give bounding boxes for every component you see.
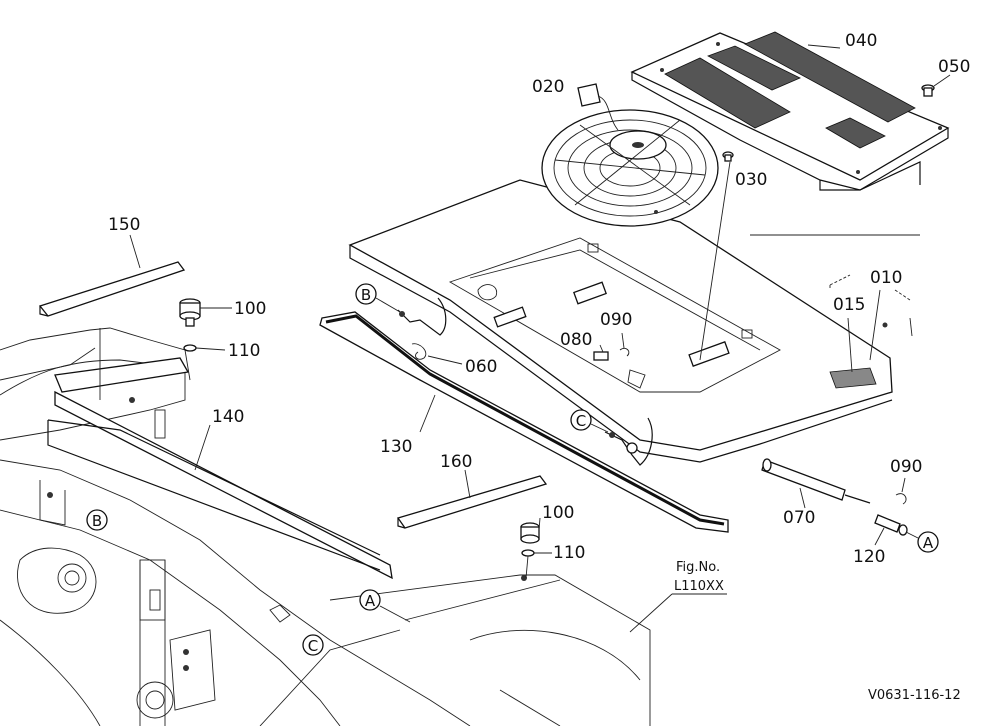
ref-marker-b-top: B [355, 283, 401, 313]
ref-marker-c-bottom: C [302, 634, 324, 656]
label-070: 070 [783, 508, 815, 528]
part-140-bracket-rail [47, 357, 393, 580]
label-140: 140 [212, 407, 244, 427]
part-070-gas-spring [761, 458, 871, 509]
label-120: 120 [853, 547, 885, 567]
ref-a-right-letter: A [923, 534, 934, 552]
part-030-bolt [699, 151, 734, 361]
label-010: 010 [870, 268, 902, 288]
label-060: 060 [465, 357, 497, 377]
ref-a-bottom-letter: A [365, 592, 376, 610]
label-130: 130 [380, 437, 412, 457]
part-160-rubber-pad [396, 469, 548, 529]
label-100-lower: 100 [542, 503, 574, 523]
part-150-rubber-pad [38, 234, 186, 317]
part-130-seal-strip [319, 311, 729, 533]
ref-c-mid-letter: C [576, 412, 586, 430]
fig-label: Fig.No. [676, 560, 720, 575]
hinge-bracket-b [397, 297, 447, 336]
part-labels: 040 050 020 030 010 015 090 080 060 130 … [108, 31, 970, 567]
part-050-screw [921, 74, 951, 97]
part-080-pin [593, 344, 609, 361]
label-030: 030 [735, 170, 767, 190]
drawing-code: V0631-116-12 [868, 688, 961, 703]
part-010-hood [348, 179, 920, 463]
ref-marker-c-mid: C [570, 409, 609, 433]
ref-marker-a-right: A [905, 531, 939, 553]
hinge-bracket-c [604, 417, 653, 466]
part-100-cushion-lower [520, 517, 541, 544]
label-080: 080 [560, 330, 592, 350]
label-090-upper: 090 [600, 310, 632, 330]
tractor-frame [0, 359, 651, 726]
part-110-washer-upper [183, 344, 226, 352]
fig-number: L110XX [674, 579, 724, 594]
part-040-cover [630, 31, 950, 191]
part-120-fitting [874, 514, 908, 546]
label-110-upper: 110 [228, 341, 260, 361]
ref-b-top-letter: B [361, 286, 371, 304]
label-040: 040 [845, 31, 877, 51]
part-020-fan [541, 83, 719, 227]
label-160: 160 [440, 452, 472, 472]
ref-c-bottom-letter: C [308, 637, 318, 655]
part-110-washer-lower [521, 549, 552, 579]
part-090-clip-lower [895, 477, 907, 505]
part-100-cushion-upper [179, 298, 232, 327]
label-090-lower: 090 [890, 457, 922, 477]
label-100-upper: 100 [234, 299, 266, 319]
ref-marker-b-left: B [86, 509, 108, 531]
part-060-clip [411, 343, 463, 365]
reference-markers: B C A B A C [86, 283, 939, 656]
label-110-lower: 110 [553, 543, 585, 563]
label-050: 050 [938, 57, 970, 77]
ref-b-left-letter: B [92, 512, 102, 530]
label-150: 150 [108, 215, 140, 235]
figure-reference: Fig.No. L110XX V0631-116-12 [629, 560, 961, 703]
label-020: 020 [532, 77, 564, 97]
ref-marker-a-bottom: A [359, 589, 411, 623]
label-015: 015 [833, 295, 865, 315]
part-090-clip-upper [619, 332, 630, 357]
